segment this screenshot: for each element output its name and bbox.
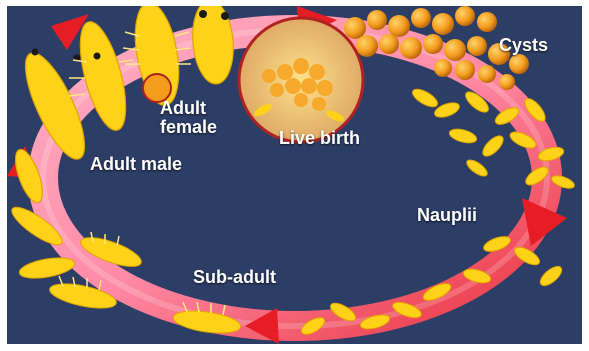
label-nauplii: Nauplii bbox=[417, 206, 477, 225]
label-adult-female-line1: Adult bbox=[160, 99, 206, 118]
label-sub-adult: Sub-adult bbox=[193, 268, 276, 287]
label-cysts: Cysts bbox=[499, 36, 548, 55]
live-birth-inset bbox=[239, 18, 363, 142]
label-live-birth: Live birth bbox=[279, 129, 360, 148]
label-adult-male: Adult male bbox=[90, 155, 182, 174]
life-cycle-diagram: Cysts Nauplii Live birth Adult female Ad… bbox=[7, 6, 582, 344]
diagram-canvas bbox=[7, 6, 582, 344]
label-adult-female-line2: female bbox=[160, 118, 217, 137]
